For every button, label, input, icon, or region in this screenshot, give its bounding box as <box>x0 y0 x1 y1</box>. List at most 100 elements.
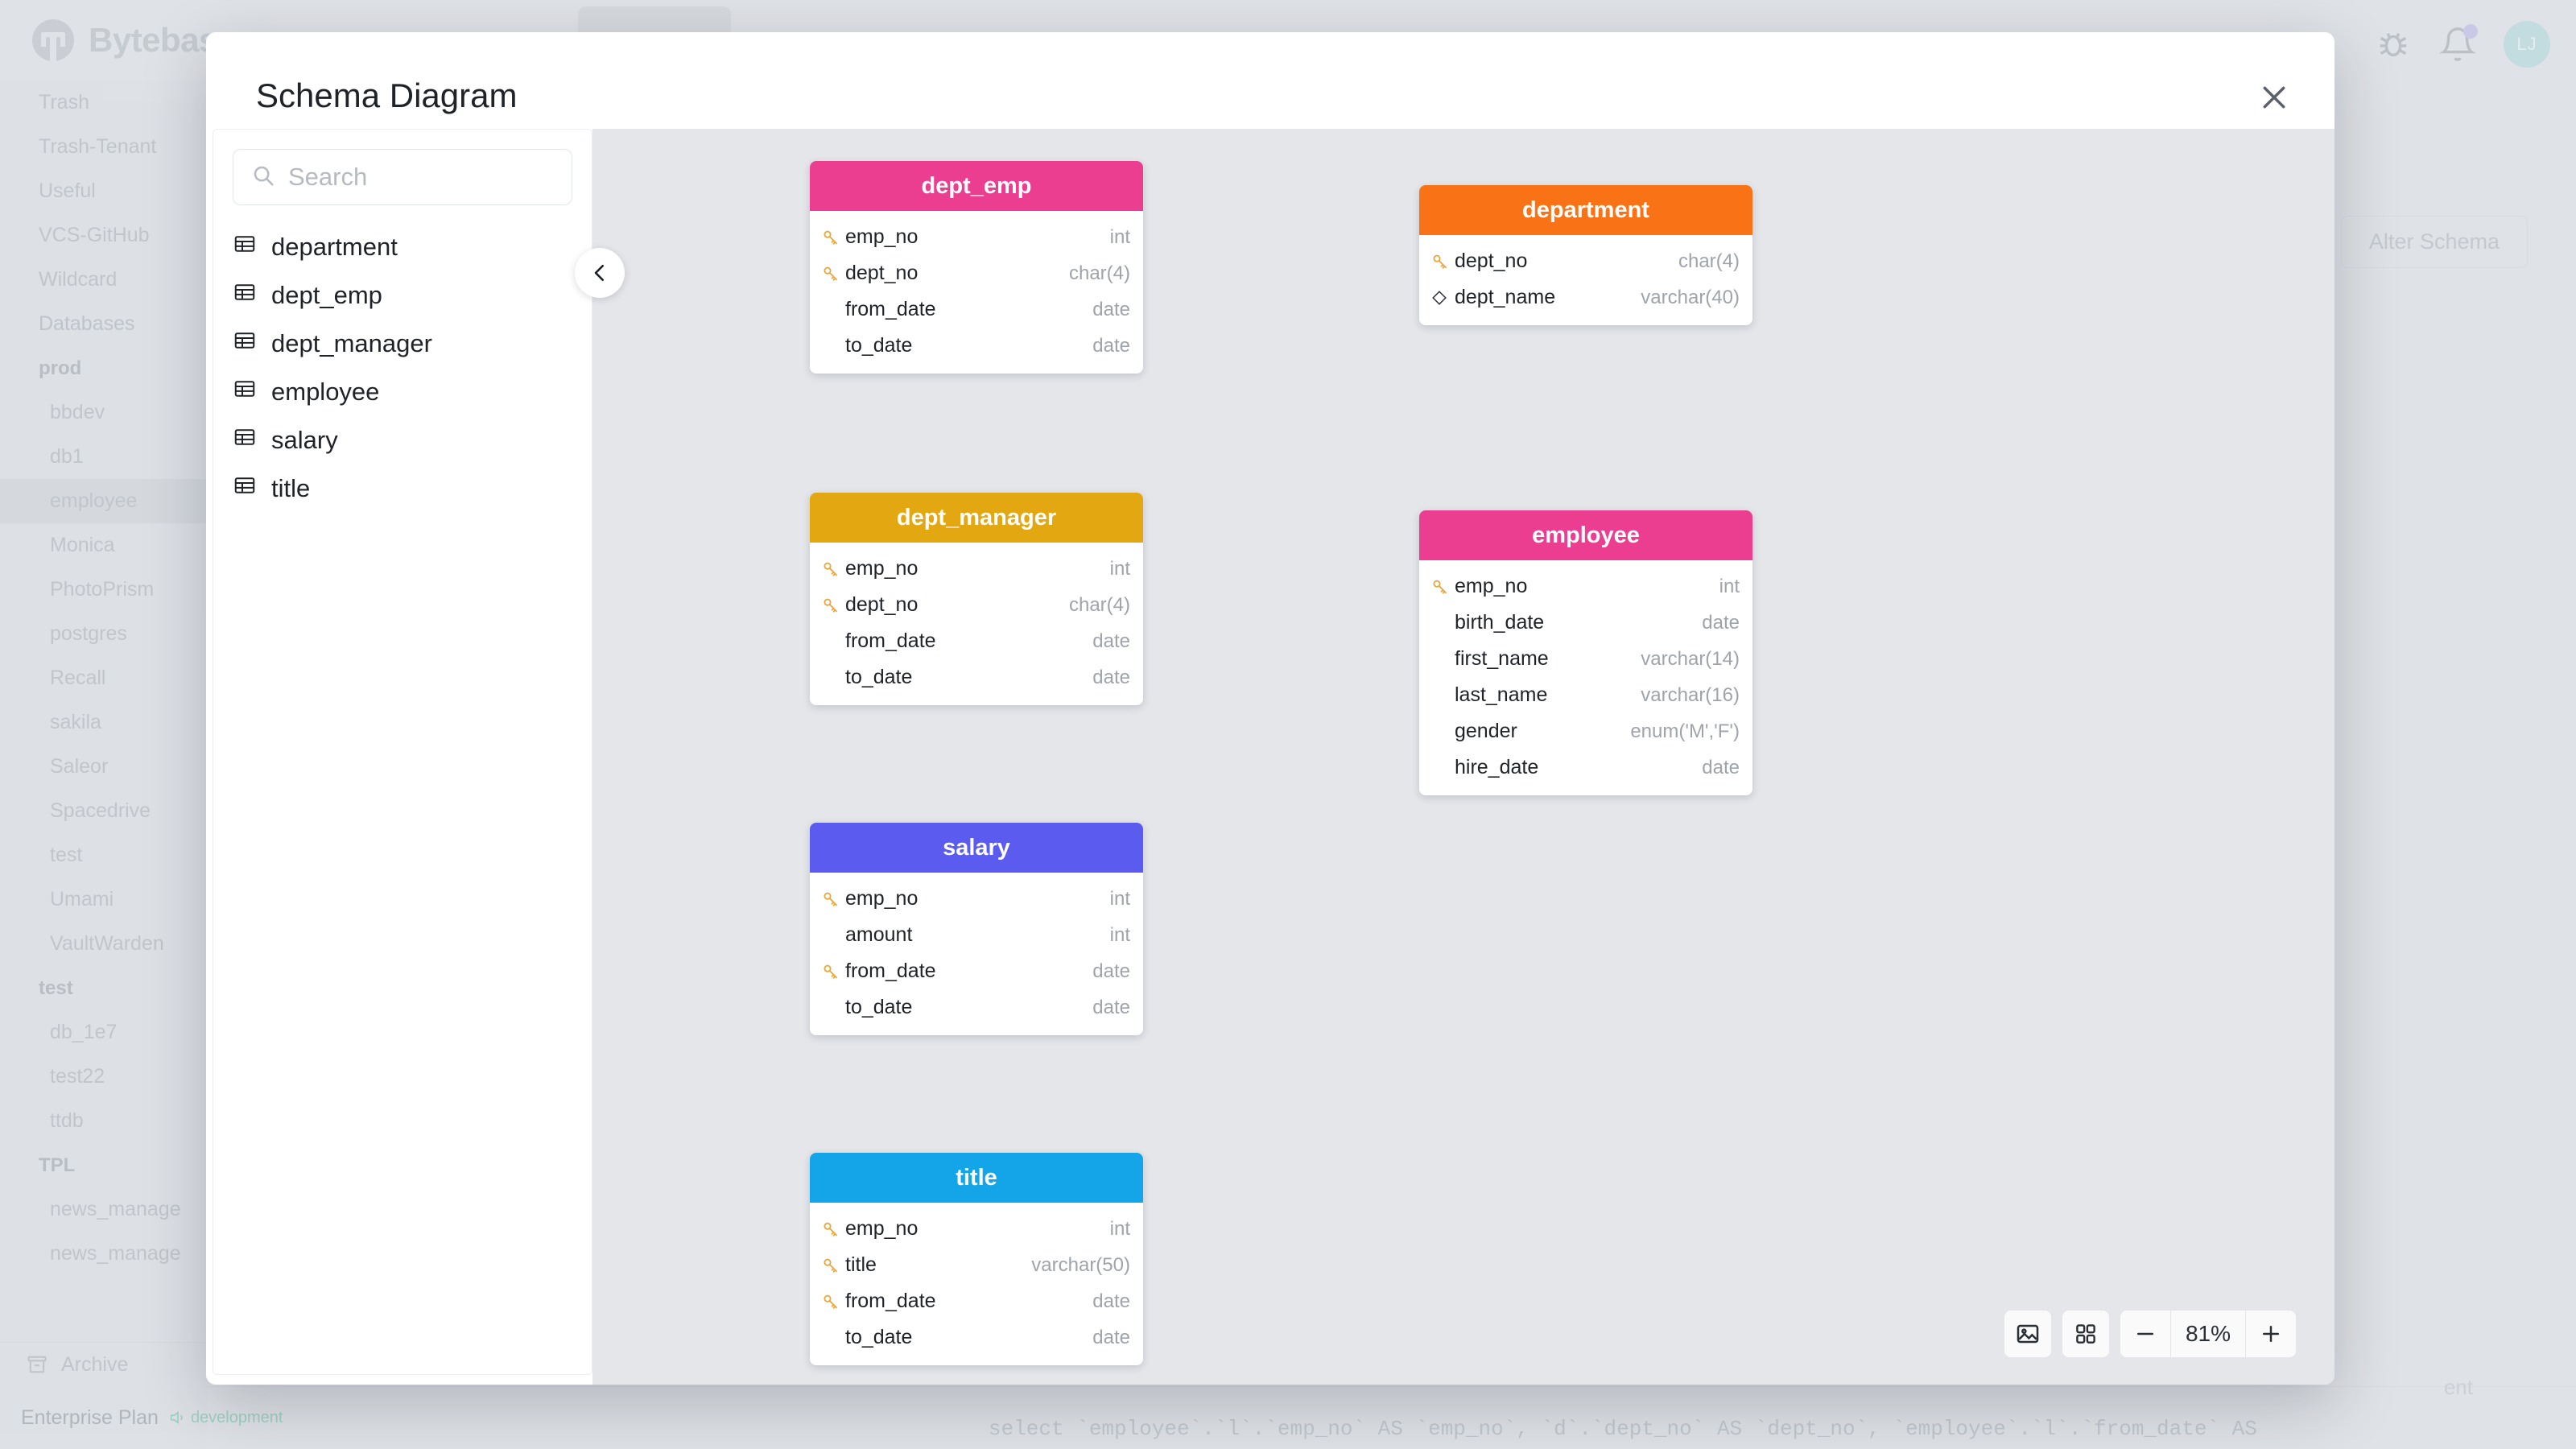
sidebar-item-trash-tenant[interactable]: Trash-Tenant <box>0 125 208 169</box>
sidebar-item-db-1e7[interactable]: db_1e7 <box>0 1010 208 1055</box>
brand-logo[interactable]: Bytebase <box>32 19 236 61</box>
er-column-type: int <box>1109 225 1130 248</box>
sidebar-item-vcs-github[interactable]: VCS-GitHub <box>0 213 208 258</box>
table-list-item-dept_emp[interactable]: dept_emp <box>213 271 592 320</box>
bell-icon[interactable] <box>2439 24 2478 63</box>
er-column-type: char(4) <box>1068 593 1130 616</box>
sidebar-item-useful[interactable]: Useful <box>0 169 208 213</box>
avatar[interactable]: LJ <box>2504 21 2550 68</box>
sidebar-item-label: news_manage <box>50 1242 181 1265</box>
er-column-name: to_date <box>845 1326 913 1348</box>
key-icon <box>821 890 845 909</box>
sidebar-item-label: Spacedrive <box>50 799 151 822</box>
sidebar-item-news-manage[interactable]: news_manage <box>0 1187 208 1232</box>
sidebar-item-archive[interactable]: Archive <box>0 1342 208 1386</box>
er-column-type: varchar(50) <box>1031 1253 1130 1276</box>
sidebar-item-tpl[interactable]: TPL <box>0 1143 208 1187</box>
er-table-header: salary <box>810 823 1143 873</box>
canvas-toolbar: 81% <box>2004 1311 2296 1357</box>
sidebar-item-test[interactable]: test <box>0 966 208 1010</box>
alter-schema-button[interactable]: Alter Schema <box>2340 216 2528 268</box>
sidebar-item-news-manage[interactable]: news_manage <box>0 1232 208 1276</box>
sidebar-item-recall[interactable]: Recall <box>0 656 208 700</box>
zoom-out-button[interactable] <box>2120 1311 2170 1357</box>
sidebar-item-ttdb[interactable]: ttdb <box>0 1099 208 1143</box>
zoom-in-button[interactable] <box>2246 1311 2296 1357</box>
sidebar-item-vaultwarden[interactable]: VaultWarden <box>0 922 208 966</box>
sidebar-item-db1[interactable]: db1 <box>0 435 208 479</box>
sidebar-item-umami[interactable]: Umami <box>0 877 208 922</box>
er-column-row: from_date date <box>810 953 1143 989</box>
sidebar-item-label: postgres <box>50 622 127 645</box>
table-list-item-department[interactable]: department <box>213 223 592 271</box>
bug-icon[interactable] <box>2375 26 2412 63</box>
grid-layout-icon[interactable] <box>2062 1311 2109 1357</box>
image-icon[interactable] <box>2004 1311 2051 1357</box>
er-column-name: from_date <box>845 960 936 982</box>
diamond-icon <box>1430 289 1455 307</box>
er-column-name: hire_date <box>1455 756 1539 778</box>
er-column-type: date <box>1702 756 1740 778</box>
sidebar-item-bbdev[interactable]: bbdev <box>0 390 208 435</box>
sidebar-item-wildcard[interactable]: Wildcard <box>0 258 208 302</box>
key-icon <box>821 264 845 283</box>
er-column-name: dept_no <box>845 593 919 616</box>
er-column-name: gender <box>1455 720 1517 742</box>
sidebar-item-monica[interactable]: Monica <box>0 523 208 568</box>
sidebar-item-label: Useful <box>39 180 96 202</box>
chevron-left-icon[interactable] <box>575 248 625 298</box>
sidebar-item-sakila[interactable]: sakila <box>0 700 208 745</box>
er-column-name: from_date <box>845 298 936 320</box>
sidebar-item-label: Saleor <box>50 755 109 778</box>
sidebar-item-test[interactable]: test <box>0 833 208 877</box>
search-input[interactable] <box>288 163 554 192</box>
search-box[interactable] <box>233 149 572 205</box>
sidebar-item-prod[interactable]: prod <box>0 346 208 390</box>
sidebar-item-saleor[interactable]: Saleor <box>0 745 208 789</box>
sidebar-item-postgres[interactable]: postgres <box>0 612 208 656</box>
table-list-item-dept_manager[interactable]: dept_manager <box>213 320 592 368</box>
er-column-name: emp_no <box>845 1217 919 1240</box>
sidebar-item-trash[interactable]: Trash <box>0 80 208 125</box>
table-list-item-salary[interactable]: salary <box>213 416 592 464</box>
er-table-header: employee <box>1419 510 1752 560</box>
er-column-type: char(4) <box>1068 262 1130 284</box>
er-column-type: date <box>1092 960 1130 982</box>
er-column-type: int <box>1109 887 1130 910</box>
close-icon[interactable] <box>2252 76 2296 119</box>
table-icon <box>233 425 257 456</box>
table-list-item-employee[interactable]: employee <box>213 368 592 416</box>
sidebar-item-photoprism[interactable]: PhotoPrism <box>0 568 208 612</box>
sidebar-item-label: Databases <box>39 312 135 335</box>
sidebar-item-test22[interactable]: test22 <box>0 1055 208 1099</box>
sidebar-item-employee[interactable]: employee <box>0 479 208 523</box>
table-list-item-title[interactable]: title <box>213 464 592 513</box>
er-column-row: hire_date date <box>1419 749 1752 786</box>
sidebar-item-spacedrive[interactable]: Spacedrive <box>0 789 208 833</box>
er-column-row: dept_no char(4) <box>810 587 1143 623</box>
sidebar-item-label: Trash-Tenant <box>39 135 157 158</box>
table-list-item-label: department <box>271 233 398 261</box>
table-list-item-label: dept_manager <box>271 329 432 357</box>
er-column-type: int <box>1109 923 1130 946</box>
er-column-name: emp_no <box>845 557 919 580</box>
